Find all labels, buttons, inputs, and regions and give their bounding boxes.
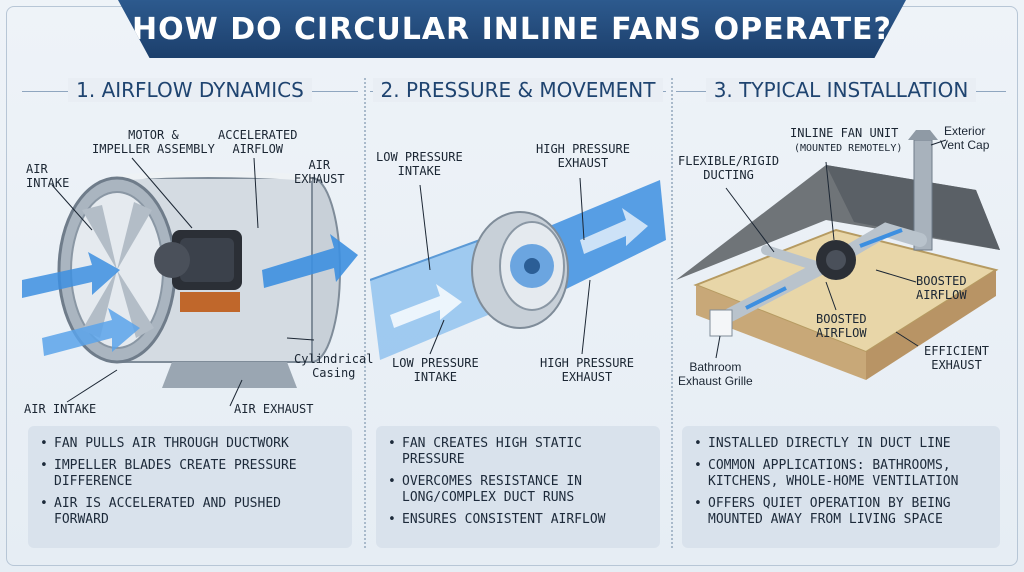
title-banner: HOW DO CIRCULAR INLINE FANS OPERATE?	[118, 0, 906, 58]
label-motor-impeller: MOTOR & IMPELLER ASSEMBLY	[92, 128, 215, 156]
bullet-item: INSTALLED DIRECTLY IN DUCT LINE	[694, 436, 988, 452]
label-exterior-vent-cap: Exterior Vent Cap	[940, 124, 990, 152]
panel-heading: 3. TYPICAL INSTALLATION	[676, 78, 1006, 102]
panel-heading: 2. PRESSURE & MOVEMENT	[370, 78, 666, 102]
bullet-item: IMPELLER BLADES CREATE PRESSURE DIFFEREN…	[40, 458, 340, 490]
label-air-exhaust-bottom: AIR EXHAUST	[234, 402, 314, 416]
label-accelerated-airflow: ACCELERATED AIRFLOW	[218, 128, 298, 156]
pressure-duct-illustration	[370, 177, 666, 360]
bullet-item: COMMON APPLICATIONS: BATHROOMS, KITCHENS…	[694, 458, 988, 490]
bullet-item: AIR IS ACCELERATED AND PUSHED FORWARD	[40, 496, 340, 528]
label-boosted-airflow-center: BOOSTED AIRFLOW	[816, 312, 867, 340]
label-air-intake-bottom: AIR INTAKE	[24, 402, 97, 416]
fan-cutaway-illustration	[22, 157, 358, 407]
bullet-box: FAN PULLS AIR THROUGH DUCTWORK IMPELLER …	[28, 426, 352, 548]
panel-divider	[671, 78, 673, 548]
bullet-item: FAN PULLS AIR THROUGH DUCTWORK	[40, 436, 340, 452]
label-high-pressure-top: HIGH PRESSURE EXHAUST	[536, 142, 630, 170]
bullet-item: FAN CREATES HIGH STATIC PRESSURE	[388, 436, 648, 468]
label-boosted-airflow-right: BOOSTED AIRFLOW	[916, 274, 967, 302]
page-title: HOW DO CIRCULAR INLINE FANS OPERATE?	[132, 11, 892, 47]
bullet-item: ENSURES CONSISTENT AIRFLOW	[388, 512, 648, 528]
label-low-pressure-bottom: LOW PRESSURE INTAKE	[392, 356, 479, 384]
panel-typical-installation: 3. TYPICAL INSTALLATION INLINE FAN UNIT	[676, 70, 1006, 554]
panel-heading: 1. AIRFLOW DYNAMICS	[22, 78, 358, 102]
label-low-pressure-top: LOW PRESSURE INTAKE	[376, 150, 463, 178]
label-air-intake-top: AIR INTAKE	[26, 162, 70, 190]
panel-airflow-dynamics: 1. AIRFLOW DYNAMICS MOTOR & IMPELLER ASS…	[22, 70, 373, 554]
bullet-item: OVERCOMES RESISTANCE IN LONG/COMPLEX DUC…	[388, 474, 648, 506]
label-mounted-remotely: (MOUNTED REMOTELY)	[794, 143, 903, 154]
panel-divider	[364, 78, 366, 548]
bullet-item: OFFERS QUIET OPERATION BY BEING MOUNTED …	[694, 496, 988, 528]
label-air-exhaust-top: AIR EXHAUST	[294, 158, 345, 186]
label-cylindrical-casing: Cylindrical Casing	[294, 352, 374, 380]
label-efficient-exhaust: EFFICIENT EXHAUST	[924, 344, 990, 372]
attic-installation-illustration	[676, 130, 1000, 380]
bullet-box: INSTALLED DIRECTLY IN DUCT LINE COMMON A…	[682, 426, 1000, 548]
label-bathroom-exhaust-grille: Bathroom Exhaust Grille	[678, 360, 753, 388]
label-high-pressure-bottom: HIGH PRESSURE EXHAUST	[540, 356, 634, 384]
label-inline-fan-unit: INLINE FAN UNIT	[790, 126, 899, 140]
panel-pressure-movement: 2. PRESSURE & MOVEMENT LOW PRESSURE INTA…	[370, 70, 666, 554]
label-flexible-rigid-ducting: FLEXIBLE/RIGID DUCTING	[678, 154, 780, 182]
bullet-box: FAN CREATES HIGH STATIC PRESSURE OVERCOM…	[376, 426, 660, 548]
